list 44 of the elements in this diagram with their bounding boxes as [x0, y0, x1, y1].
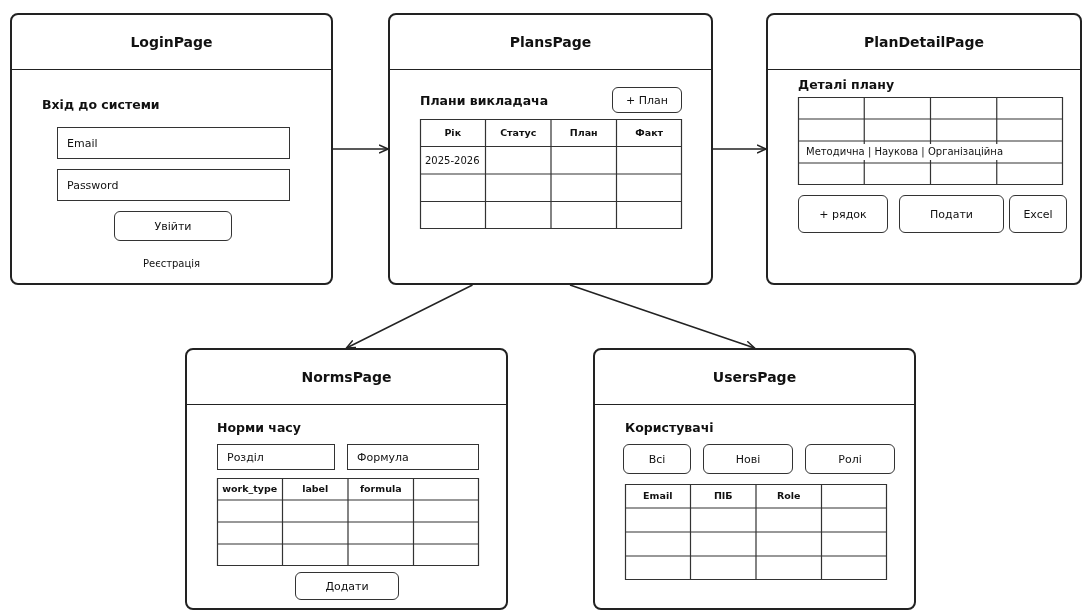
button: Всі [623, 444, 691, 474]
button: Нові [703, 444, 793, 474]
input-field: Email [57, 127, 290, 159]
button: + План [612, 87, 682, 113]
page-frame [185, 348, 508, 610]
link-text: Реєстрація [143, 258, 201, 269]
section-heading: Норми часу [217, 420, 301, 435]
page-title: PlansPage [509, 34, 592, 50]
arrow [569, 284, 756, 350]
column-header: formula [358, 482, 403, 496]
arrow [712, 144, 767, 154]
page-frame [593, 348, 916, 610]
column-header: work_type [221, 482, 279, 496]
arrow [332, 144, 389, 154]
input-field: Password [57, 169, 290, 201]
button: Подати [899, 195, 1004, 233]
page-frame [10, 13, 333, 285]
button: + рядок [798, 195, 888, 233]
section-heading: Вхід до системи [42, 97, 160, 112]
input-field: Формула [347, 444, 479, 470]
arrow [345, 284, 474, 349]
table-text: 2025-2026 [425, 153, 480, 168]
column-header: Role [775, 489, 802, 503]
column-header: План [568, 126, 599, 140]
page-title: UsersPage [712, 369, 797, 385]
page-title: PlanDetailPage [863, 34, 985, 50]
button: Excel [1009, 195, 1067, 233]
column-header: Факт [634, 126, 665, 140]
page-frame [388, 13, 713, 285]
page-title: LoginPage [130, 34, 213, 50]
section-heading: Деталі плану [798, 77, 895, 92]
column-header: Рік [443, 126, 463, 140]
button: Додати [295, 572, 399, 600]
page-title: NormsPage [301, 369, 392, 385]
button: Ролі [805, 444, 895, 474]
column-header: label [301, 482, 330, 496]
column-header: ПІБ [712, 489, 734, 503]
section-heading: Користувачі [625, 420, 714, 435]
section-heading: Плани викладача [420, 93, 549, 108]
column-header: Статус [499, 126, 538, 140]
page-frame [766, 13, 1082, 285]
button: Увійти [114, 211, 232, 241]
input-field: Розділ [217, 444, 335, 470]
column-header: Email [642, 489, 674, 503]
